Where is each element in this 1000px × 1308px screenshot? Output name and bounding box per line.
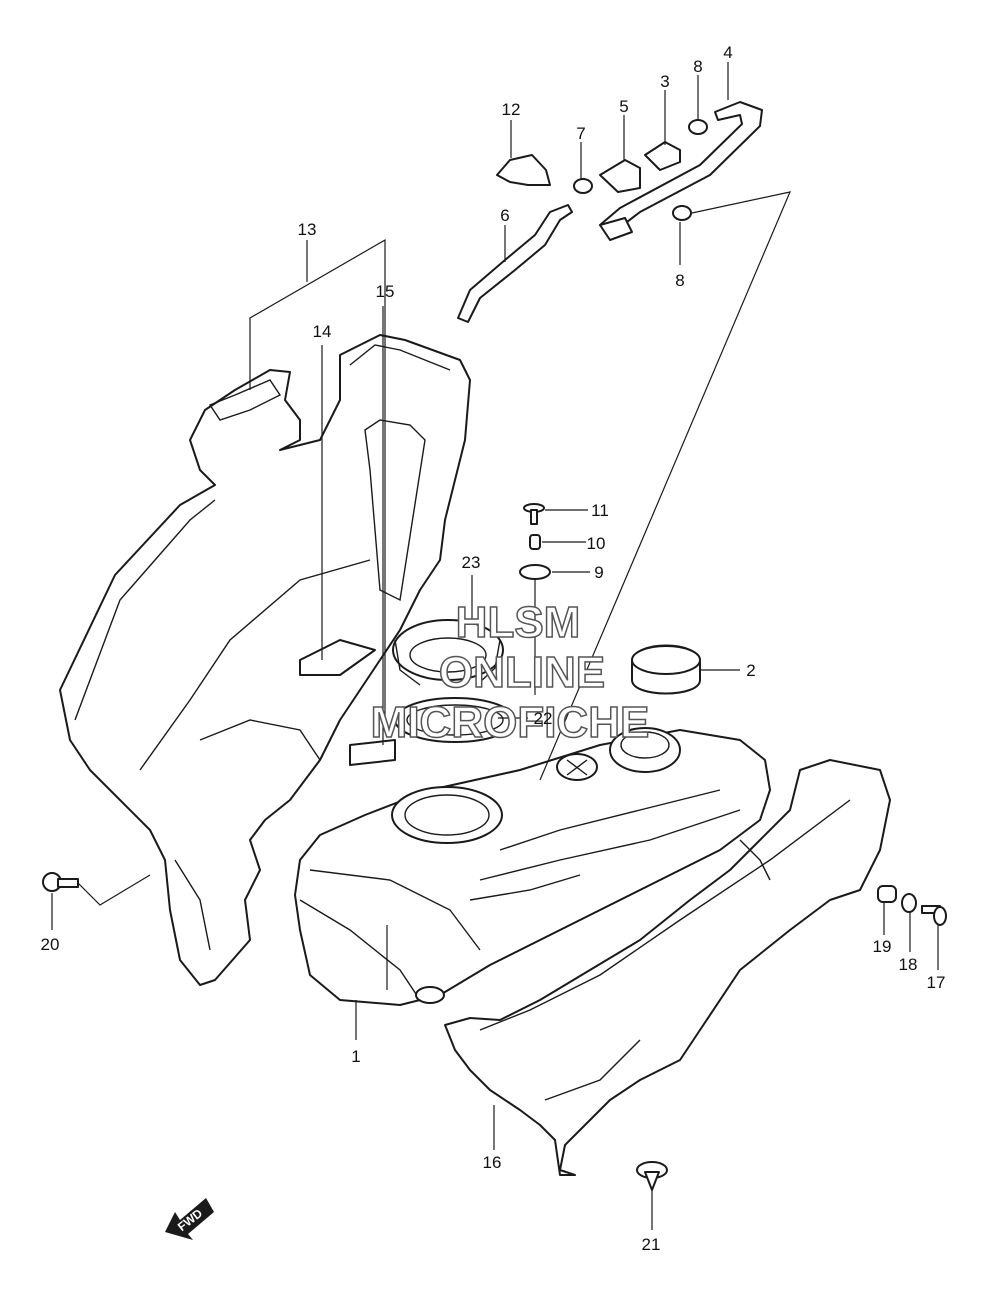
clamp-8-upper	[688, 119, 708, 135]
collar-19	[877, 885, 897, 903]
watermark: HLSM ONLINE MICROFICHE	[370, 597, 650, 748]
callout-15: 15	[376, 282, 395, 301]
callout-20: 20	[41, 935, 60, 954]
callout-2: 2	[746, 661, 755, 680]
clip-21	[636, 1161, 668, 1191]
callout-10: 10	[587, 534, 606, 553]
forward-arrow: FWD	[165, 1198, 214, 1240]
breather-hose-6	[457, 204, 573, 323]
callout-19: 19	[873, 937, 892, 956]
right-tank-shield	[444, 759, 891, 1176]
washer-18	[901, 893, 917, 913]
hose-bracket-12	[496, 154, 551, 186]
callout-9: 9	[594, 563, 603, 582]
bolt-20	[42, 872, 79, 892]
lock-ring	[392, 619, 504, 686]
pump-seal-ring	[394, 697, 516, 743]
callout-labels: 1 2 3 4 5 6 7 8 8 9 10 11 12 13 14 15 16…	[41, 43, 946, 1254]
callout-8-lower: 8	[675, 271, 684, 290]
joint-5	[599, 159, 641, 193]
callout-5: 5	[619, 97, 628, 116]
callout-21: 21	[642, 1235, 661, 1254]
callout-23: 23	[462, 553, 481, 572]
watermark-line-3: MICROFICHE	[371, 698, 650, 747]
leader-lines	[51, 62, 939, 1230]
clamp-8-lower	[672, 205, 692, 221]
callout-18: 18	[899, 955, 918, 974]
watermark-line-1: HLSM	[456, 598, 581, 647]
fuel-cap	[631, 644, 701, 695]
callout-13: 13	[298, 220, 317, 239]
callout-11: 11	[591, 501, 609, 520]
callout-12: 12	[502, 100, 521, 119]
collar-10	[529, 534, 541, 550]
callout-3: 3	[660, 72, 669, 91]
label-pad-15	[349, 739, 396, 766]
label-pad-14	[299, 639, 376, 676]
bolt-11	[523, 503, 545, 525]
check-valve-3	[644, 141, 681, 171]
clamp-7	[573, 178, 593, 194]
callout-6: 6	[500, 206, 509, 225]
callout-4: 4	[723, 43, 732, 62]
watermark-line-2: ONLINE	[439, 648, 605, 697]
tank-valve	[556, 753, 598, 781]
callout-17: 17	[927, 973, 946, 992]
grommet-9	[519, 564, 551, 580]
callout-22: 22	[534, 709, 553, 728]
callout-1: 1	[351, 1047, 360, 1066]
callout-7: 7	[576, 124, 585, 143]
bolt-17	[921, 905, 947, 926]
fuel-tank	[294, 727, 771, 1006]
callout-8-upper: 8	[693, 57, 702, 76]
callout-16: 16	[483, 1153, 502, 1172]
callout-14: 14	[313, 322, 332, 341]
breather-hose-4	[599, 101, 763, 241]
